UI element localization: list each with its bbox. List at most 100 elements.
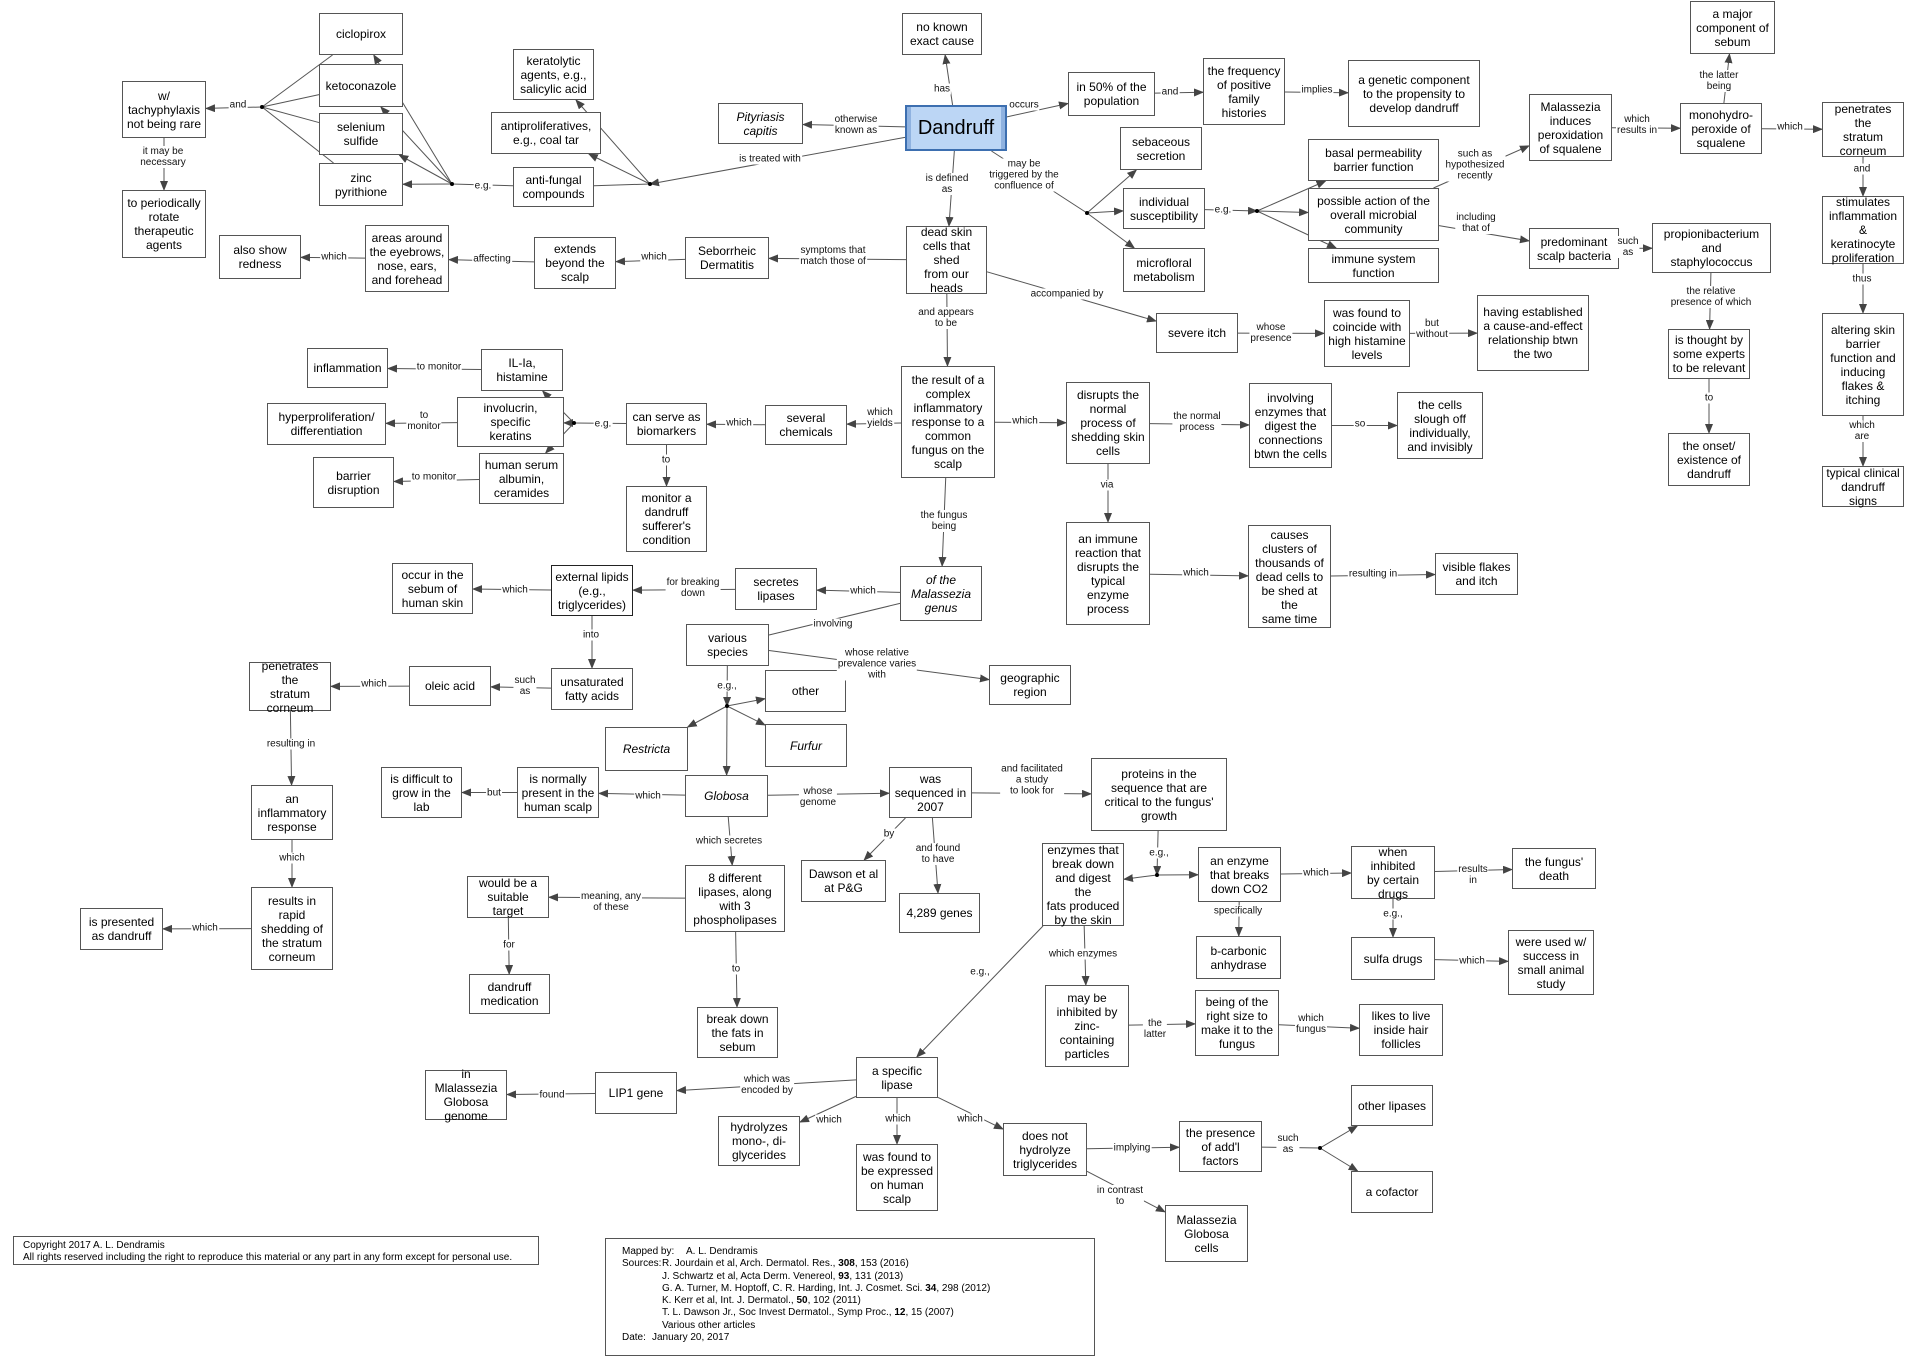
node-restricta: Restricta (605, 727, 688, 771)
mapped-by-value: A. L. Dendramis (686, 1246, 758, 1257)
source-entry: Various other articles (662, 1320, 990, 1332)
node-zinc: zinc pyrithione (319, 163, 403, 206)
link-label-whose-genome: whose genome (798, 786, 838, 808)
node-specific-lipase: a specific lipase (856, 1057, 938, 1098)
node-inflam-resp2: an inflammatory response (251, 785, 333, 840)
link-label-which-ext: which (640, 251, 668, 263)
source-part: 93 (838, 1270, 850, 1282)
edge-j-trig-sebaceous (1086, 169, 1138, 214)
link-label-by: by (882, 828, 896, 840)
link-label-mon2: to monitor (406, 410, 442, 432)
node-basal-barrier: basal permeability barrier function (1308, 139, 1439, 181)
node-expressed: was found to be expressed on human scalp (856, 1144, 938, 1211)
source-part: G. A. Turner, M. Hoptoff, C. R. Harding,… (662, 1282, 926, 1294)
link-label-has: has (932, 83, 952, 95)
link-label-which-fungus: which fungus (1294, 1013, 1328, 1035)
node-experts: is thought by some experts to be relevan… (1668, 329, 1750, 379)
node-clusters: causes clusters of thousands of dead cel… (1248, 525, 1331, 628)
link-label-resulting-in-vis: resulting in (1347, 568, 1399, 580)
source-part: K. Kerr et al, Int. J. Dermatol., (662, 1295, 797, 1307)
link-label-which-rapid: which (278, 852, 306, 864)
link-label-otherwise: otherwise known as (833, 114, 879, 136)
link-label-which-exp: which (884, 1113, 912, 1125)
node-keratolytic: keratolytic agents, e.g., salicylic acid (513, 49, 594, 100)
link-label-which-sebum: which (501, 584, 529, 596)
node-malassezia-genus: of the Malassezia genus (900, 566, 982, 621)
link-label-which-success: which (1458, 955, 1486, 967)
node-visible-flakes: visible flakes and itch (1435, 553, 1518, 595)
node-cause-effect: having established a cause-and-effect re… (1477, 295, 1589, 371)
node-monohydro: monohydro- peroxide of squalene (1680, 103, 1762, 154)
node-presented: is presented as dandruff (80, 908, 163, 950)
link-label-such-as-prop: such as (1616, 236, 1640, 258)
node-geographic: geographic region (989, 665, 1071, 705)
sources-list: R. Jourdain et al, Arch. Dermatol. Res.,… (662, 1258, 990, 1332)
node-genes: 4,289 genes (899, 893, 980, 933)
node-hydrolyzes: hydrolyzes mono-, di- glycerides (718, 1116, 800, 1166)
link-label-the-latter: the latter (1142, 1018, 1168, 1040)
link-label-which-secretes: which secretes (694, 835, 764, 847)
node-il1a: IL-Ia, histamine (481, 349, 563, 391)
source-part: 308 (838, 1258, 855, 1270)
junction-j-eg3 (1155, 873, 1159, 877)
node-severe-itch: severe itch (1156, 313, 1238, 353)
node-freq-family: the frequency of positive family histori… (1203, 58, 1285, 125)
node-microbial: possible action of the overall microbial… (1308, 188, 1439, 241)
link-label-via: via (1099, 479, 1115, 491)
node-individual: individual susceptibility (1123, 188, 1205, 229)
link-label-which-hyd: which (815, 1114, 843, 1126)
link-label-thus: thus (1851, 273, 1873, 285)
node-histamine: was found to coincide with high histamin… (1324, 300, 1410, 367)
source-entry: T. L. Dawson Jr., Soc Invest Dermatol., … (662, 1307, 990, 1319)
node-redness: also show redness (219, 235, 301, 279)
link-label-whose-presence: whose presence (1249, 322, 1293, 344)
node-sequenced: was sequenced in 2007 (889, 767, 972, 818)
junction-j-trig (1085, 211, 1089, 215)
link-label-defined: is defined as (924, 173, 970, 195)
edge-j-trig-microfloral (1086, 212, 1136, 249)
node-albumin: human serum albumin, ceramides (479, 453, 564, 504)
link-label-found-to-have: and found to have (914, 843, 962, 865)
link-label-encoded: which was encoded by (740, 1074, 794, 1096)
node-stimulates: stimulates inflammation & keratinocyte p… (1822, 195, 1904, 265)
source-part: T. L. Dawson Jr., Soc Invest Dermatol., … (662, 1307, 895, 1319)
node-extends: extends beyond the scalp (534, 237, 616, 289)
node-target: would be a suitable target (467, 876, 549, 918)
node-predominant: predominant scalp bacteria (1529, 228, 1619, 269)
date-key: Date: (622, 1332, 646, 1344)
link-label-including: including that of (1455, 212, 1497, 234)
node-globosa-cells: Malassezia Globosa cells (1165, 1205, 1248, 1262)
link-label-affecting: affecting (472, 253, 512, 265)
link-label-which-pres: which (191, 922, 219, 934)
source-part: 50 (796, 1295, 808, 1307)
link-label-which-norm: which (634, 790, 662, 802)
link-label-involving: involving (812, 618, 854, 630)
link-label-relative-presence: the relative presence of which (1669, 286, 1753, 308)
node-selenium: selenium sulfide (319, 113, 403, 155)
link-label-which-red: which (320, 251, 348, 263)
source-part: , 131 (2013) (849, 1270, 904, 1282)
link-label-implying: implying (1112, 1142, 1152, 1154)
node-involucrin: involucrin, specific keratins (457, 397, 564, 447)
link-label-eg-sulfa: e.g., (1382, 908, 1404, 920)
junction-j-treat (648, 182, 652, 186)
edge-j-eg3-enzymes-fats (1123, 874, 1158, 883)
link-label-results-in-m: which results in (1615, 114, 1659, 136)
edge-j-sp-other (726, 696, 766, 707)
copyright-notice: Copyright 2017 A. L. Dendramis All right… (13, 1236, 539, 1265)
node-unsat: unsaturated fatty acids (551, 668, 633, 710)
source-part: Various other articles (662, 1319, 756, 1331)
node-death: the fungus' death (1512, 848, 1596, 889)
link-label-and-tachy: and (228, 99, 248, 111)
node-sebum-human: occur in the sebum of human skin (392, 563, 473, 614)
edge-j-such-other-lipases (1319, 1125, 1359, 1149)
link-label-implies: implies (1300, 84, 1334, 96)
link-label-but-diff: but (486, 787, 502, 799)
source-part: R. Jourdain et al, Arch. Dermatol. Res., (662, 1258, 839, 1270)
node-areas: areas around the eyebrows, nose, ears, a… (365, 225, 449, 292)
node-no-known-cause: no known exact cause (902, 13, 982, 55)
node-propioni: propionibacterium and staphylococcus (1652, 223, 1771, 273)
node-antifungal: anti-fungal compounds (513, 167, 594, 207)
link-label-prevalence: whose relative prevalence varies with (836, 647, 918, 681)
node-secretes-lip: secretes lipases (735, 568, 817, 610)
